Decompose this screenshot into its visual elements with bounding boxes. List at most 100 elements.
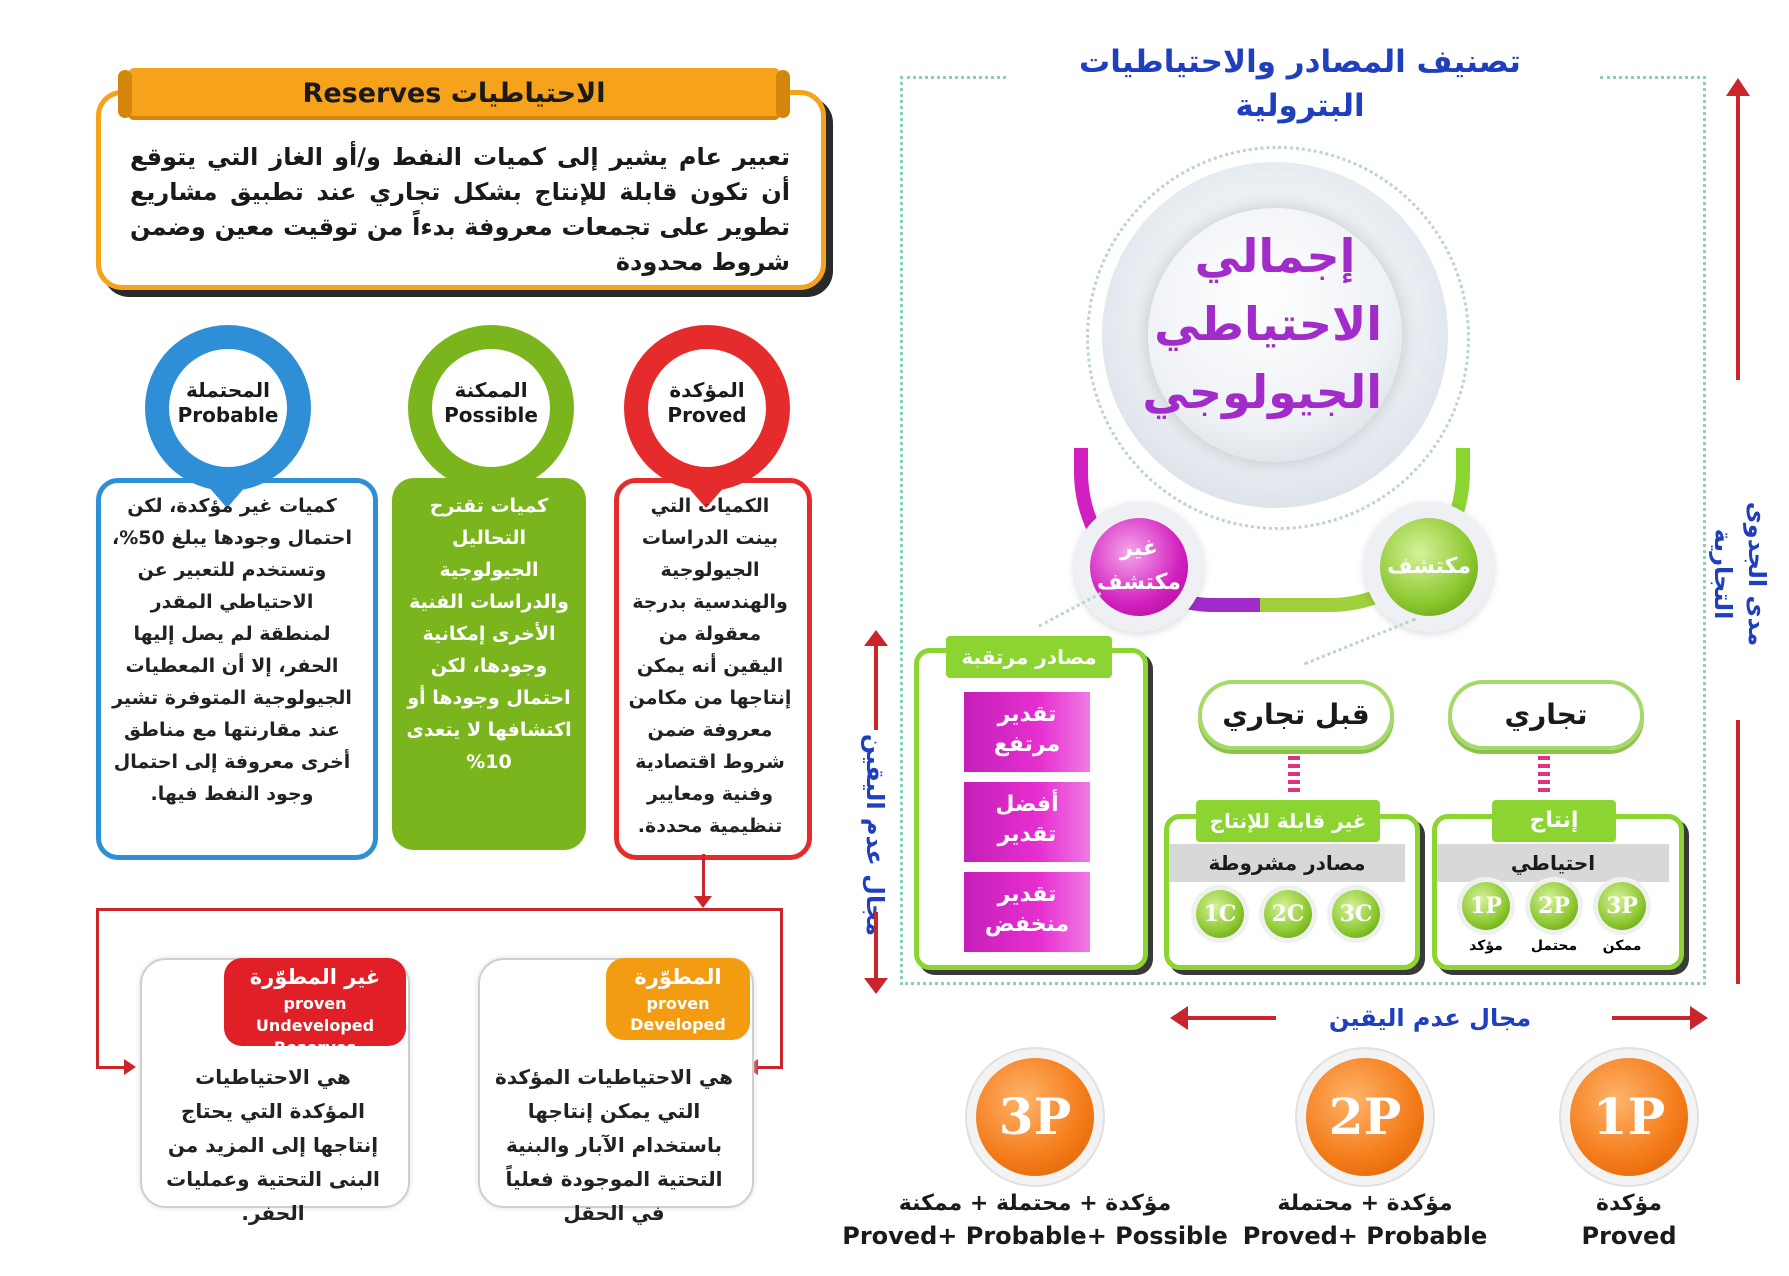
developed-header: [606, 958, 750, 1040]
subcommercial-connector: [1288, 756, 1300, 792]
connector-right-in: [756, 1066, 783, 1069]
axis-uncertainty-v-line-top: [874, 640, 878, 730]
p-level-1p-en: Proved: [1581, 1222, 1677, 1250]
dotted-frame: [900, 76, 1706, 985]
connector-proved-arrow: [694, 896, 712, 908]
subcommercial-tab-label: غير قابلة للإنتاج: [1209, 809, 1367, 833]
commercial-pill: [1448, 680, 1644, 750]
undeveloped-text: هي الاحتياطيات المؤكدة التي يحتاج إنتاجه…: [166, 1065, 380, 1225]
dotted-frame-top-right: [1600, 76, 1700, 79]
prospective-ribbon-high: [964, 692, 1090, 772]
subcommercial-band-label: مصادر مشروطة: [1208, 851, 1366, 875]
center-circle-core: [1148, 208, 1402, 462]
ball-2c: 2C: [1264, 890, 1312, 938]
possible-pin-inner: [432, 349, 550, 467]
p-level-3p-badge: 3P: [976, 1058, 1094, 1176]
undeveloped-header: [224, 958, 406, 1046]
p-level-3p-ar: مؤكدة + محتملة + ممكنة: [898, 1191, 1172, 1216]
ball-1p: 1P: [1462, 882, 1510, 930]
proved-pin-inner: [648, 349, 766, 467]
commercial-title: تجاري: [1504, 698, 1588, 731]
connector-left-in: [96, 1066, 126, 1069]
axis-uncertainty-v-line-bottom: [874, 912, 878, 982]
commercial-connector: [1538, 756, 1550, 792]
prospective-title: مصادر مرتقبة: [961, 645, 1097, 669]
prospective-low: تقدير منخفض: [984, 882, 1070, 937]
probable-box: [96, 478, 378, 860]
p-level-1p-badge: 1P: [1570, 1058, 1688, 1176]
axis-uncertainty-h-arrow-left: [1170, 1006, 1188, 1030]
axis-uncertainty-h-line-right: [1612, 1016, 1692, 1020]
diagram-title: تصنيف المصادر والاحتياطيات البترولية: [1079, 44, 1521, 124]
commercial-tab: [1492, 800, 1616, 842]
reserves-title: الاحتياطيات Reserves: [302, 78, 606, 109]
ball-1p-label: مؤكد: [1469, 938, 1503, 954]
axis-uncertainty-h-line-left: [1186, 1016, 1276, 1020]
ball-2p: 2P: [1530, 882, 1578, 930]
ball-3c: 3C: [1332, 890, 1380, 938]
subcommercial-title: قبل تجاري: [1222, 698, 1370, 731]
possible-box: [392, 478, 586, 850]
ball-3p-label: ممكن: [1602, 938, 1642, 954]
possible-label-en: Possible: [444, 403, 538, 427]
discovered-ball: [1380, 518, 1478, 616]
developed-text: هي الاحتياطيات المؤكدة التي يمكن إنتاجها…: [495, 1065, 733, 1225]
p-level-2p-badge: 2P: [1306, 1058, 1424, 1176]
subcommercial-tab: [1196, 800, 1380, 842]
possible-text: كميات تقترح التحاليل الجيولوجية والدراسا…: [406, 495, 572, 773]
prospective-high: تقدير مرتفع: [993, 702, 1061, 757]
axis-uncertainty-h-label: مجال عدم اليقين: [1328, 1004, 1532, 1032]
probable-label-en: Probable: [177, 403, 279, 427]
proved-pin-tip: [680, 478, 732, 508]
ball-2p-label: محتمل: [1530, 938, 1578, 954]
undiscovered-ball: [1090, 518, 1188, 616]
discovered-label: مكتشف: [1387, 554, 1471, 579]
reserves-banner: [128, 68, 780, 120]
possible-label-ar: الممكنة: [454, 378, 528, 402]
p-level-1p-ar: مؤكدة: [1596, 1191, 1662, 1216]
p-level-2p-en: Proved+ Probable: [1242, 1222, 1488, 1250]
probable-pin-inner: [169, 349, 287, 467]
axis-uncertainty-h-arrow-right: [1690, 1006, 1708, 1030]
axis-uncertainty-v-arrow-top: [864, 630, 888, 646]
probable-text: كميات غير مؤكدة، لكن احتمال وجودها يبلغ …: [112, 495, 352, 805]
axis-commerciality-line-top: [1736, 90, 1740, 380]
developed-subtitle: proven Developed: [630, 994, 726, 1034]
subcommercial-pill: [1198, 680, 1394, 750]
banner-curl-left: [118, 70, 132, 118]
probable-label-ar: المحتملة: [185, 378, 271, 402]
axis-commerciality-arrow: [1726, 78, 1750, 96]
commercial-tab-label: إنتاج: [1529, 808, 1579, 833]
axis-commerciality-label: مدى الجدوى التجارية: [1709, 501, 1771, 647]
undeveloped-subtitle: proven Undeveloped Reserves: [255, 994, 375, 1057]
connector-right-down: [780, 908, 783, 1068]
prospective-ribbon-low: [964, 872, 1090, 952]
p-level-3p-en: Proved+ Probable+ Possible: [842, 1222, 1228, 1250]
dotted-frame-top-left: [900, 76, 1006, 79]
connector-proved-down: [702, 854, 705, 898]
undiscovered-label: غير مكتشف: [1097, 536, 1181, 595]
commercial-band-label: احتياطي: [1510, 851, 1596, 875]
ball-3p: 3P: [1598, 882, 1646, 930]
developed-title: المطوّرة: [634, 965, 722, 989]
prospective-best: أفضل تقدير: [995, 792, 1059, 847]
axis-commerciality-line-bottom: [1736, 720, 1740, 984]
axis-uncertainty-v-label: مجال عدم اليقين: [861, 733, 889, 937]
undeveloped-title: غير المطوّرة: [249, 965, 381, 989]
commercial-band: [1437, 844, 1669, 882]
prospective-tab: [946, 636, 1112, 678]
center-title: إجمالي الاحتياطي الجيولوجي: [1142, 229, 1382, 419]
prospective-ribbon-best: [964, 782, 1090, 862]
connector-horizontal: [96, 908, 782, 911]
connector-left-arrow: [124, 1059, 136, 1075]
proved-text: الكميات التي بينت الدراسات الجيولوجية وا…: [628, 495, 792, 837]
connector-left-down: [96, 908, 99, 1068]
reserves-description: تعبير عام يشير إلى كميات النفط و/أو الغا…: [130, 143, 790, 276]
axis-uncertainty-v-arrow-bottom: [864, 978, 888, 994]
ball-1c: 1C: [1196, 890, 1244, 938]
possible-pin-tip: [464, 478, 516, 508]
proved-label-ar: المؤكدة: [669, 378, 745, 402]
p-level-2p-ar: مؤكدة + محتملة: [1277, 1191, 1453, 1216]
subcommercial-band: [1169, 844, 1405, 882]
probable-pin-tip: [201, 478, 253, 508]
